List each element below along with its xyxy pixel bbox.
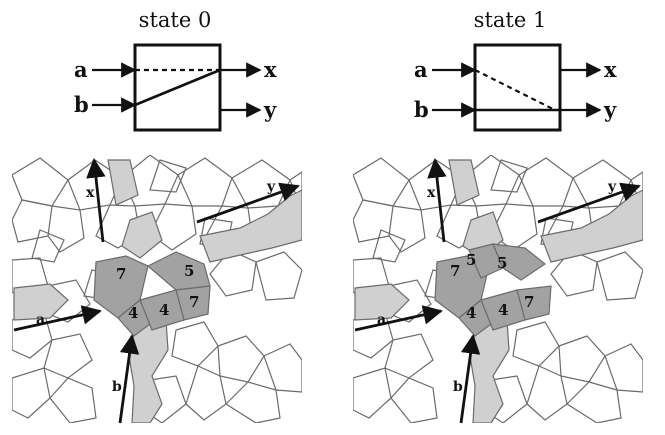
a-arrow-label: a — [36, 312, 45, 328]
port-b-label: b — [414, 97, 429, 122]
tile-label: 4 — [159, 301, 169, 319]
tile-label: 5 — [184, 262, 194, 280]
gate-box — [133, 43, 222, 132]
x-arrow — [86, 158, 106, 243]
port-x-label: x — [264, 57, 277, 82]
a-arrow — [13, 305, 102, 332]
port-y-label: y — [603, 97, 617, 122]
tile-label: 7 — [450, 262, 460, 280]
y-arrow-label: y — [607, 179, 617, 195]
port-a-label: a — [414, 57, 428, 82]
x-arrow-label: x — [427, 185, 436, 201]
b-arrow-label: b — [453, 379, 463, 395]
pentagon-tiling — [353, 155, 643, 423]
port-a-label: a — [74, 57, 88, 82]
state1-title: state 1 — [474, 8, 547, 32]
port-x-label: x — [604, 57, 617, 82]
x-arrow-label: x — [86, 185, 95, 201]
tile-label: 4 — [466, 304, 476, 322]
x-arrow — [427, 158, 447, 243]
tile-label: 5 — [466, 251, 476, 269]
port-b-label: b — [74, 92, 89, 117]
tile-label: 4 — [128, 304, 138, 322]
tile-label: 7 — [116, 265, 126, 283]
tile-label: 5 — [497, 254, 507, 272]
state1-tiling-panel: 5 5 7 7 4 4 x y a b — [353, 155, 643, 424]
tile-label: 7 — [189, 293, 199, 311]
signal-path-tiles — [354, 159, 643, 423]
port-y-label: y — [263, 97, 277, 122]
state1-schematic: state 1 a b x y — [414, 8, 617, 132]
b-arrow-label: b — [112, 379, 122, 395]
state0-tiling-panel: 7 5 7 4 4 x y a b — [12, 155, 302, 424]
tile-label: 4 — [498, 301, 508, 319]
state0-title: state 0 — [139, 8, 212, 32]
pentagon-tiling — [12, 155, 302, 423]
b-arrow — [118, 334, 140, 424]
tile-label: 7 — [524, 293, 534, 311]
y-arrow-label: y — [266, 179, 276, 195]
dashed-path-a-to-y — [474, 69, 556, 111]
a-arrow — [354, 305, 443, 332]
y-arrow — [196, 182, 300, 224]
y-arrow — [537, 182, 641, 224]
signal-path-tiles — [13, 159, 302, 423]
gate-box — [473, 43, 562, 132]
b-arrow — [459, 334, 481, 424]
solid-path-b-to-x — [134, 68, 221, 107]
a-arrow-label: a — [377, 312, 386, 328]
state0-schematic: state 0 a b x y — [74, 8, 277, 132]
